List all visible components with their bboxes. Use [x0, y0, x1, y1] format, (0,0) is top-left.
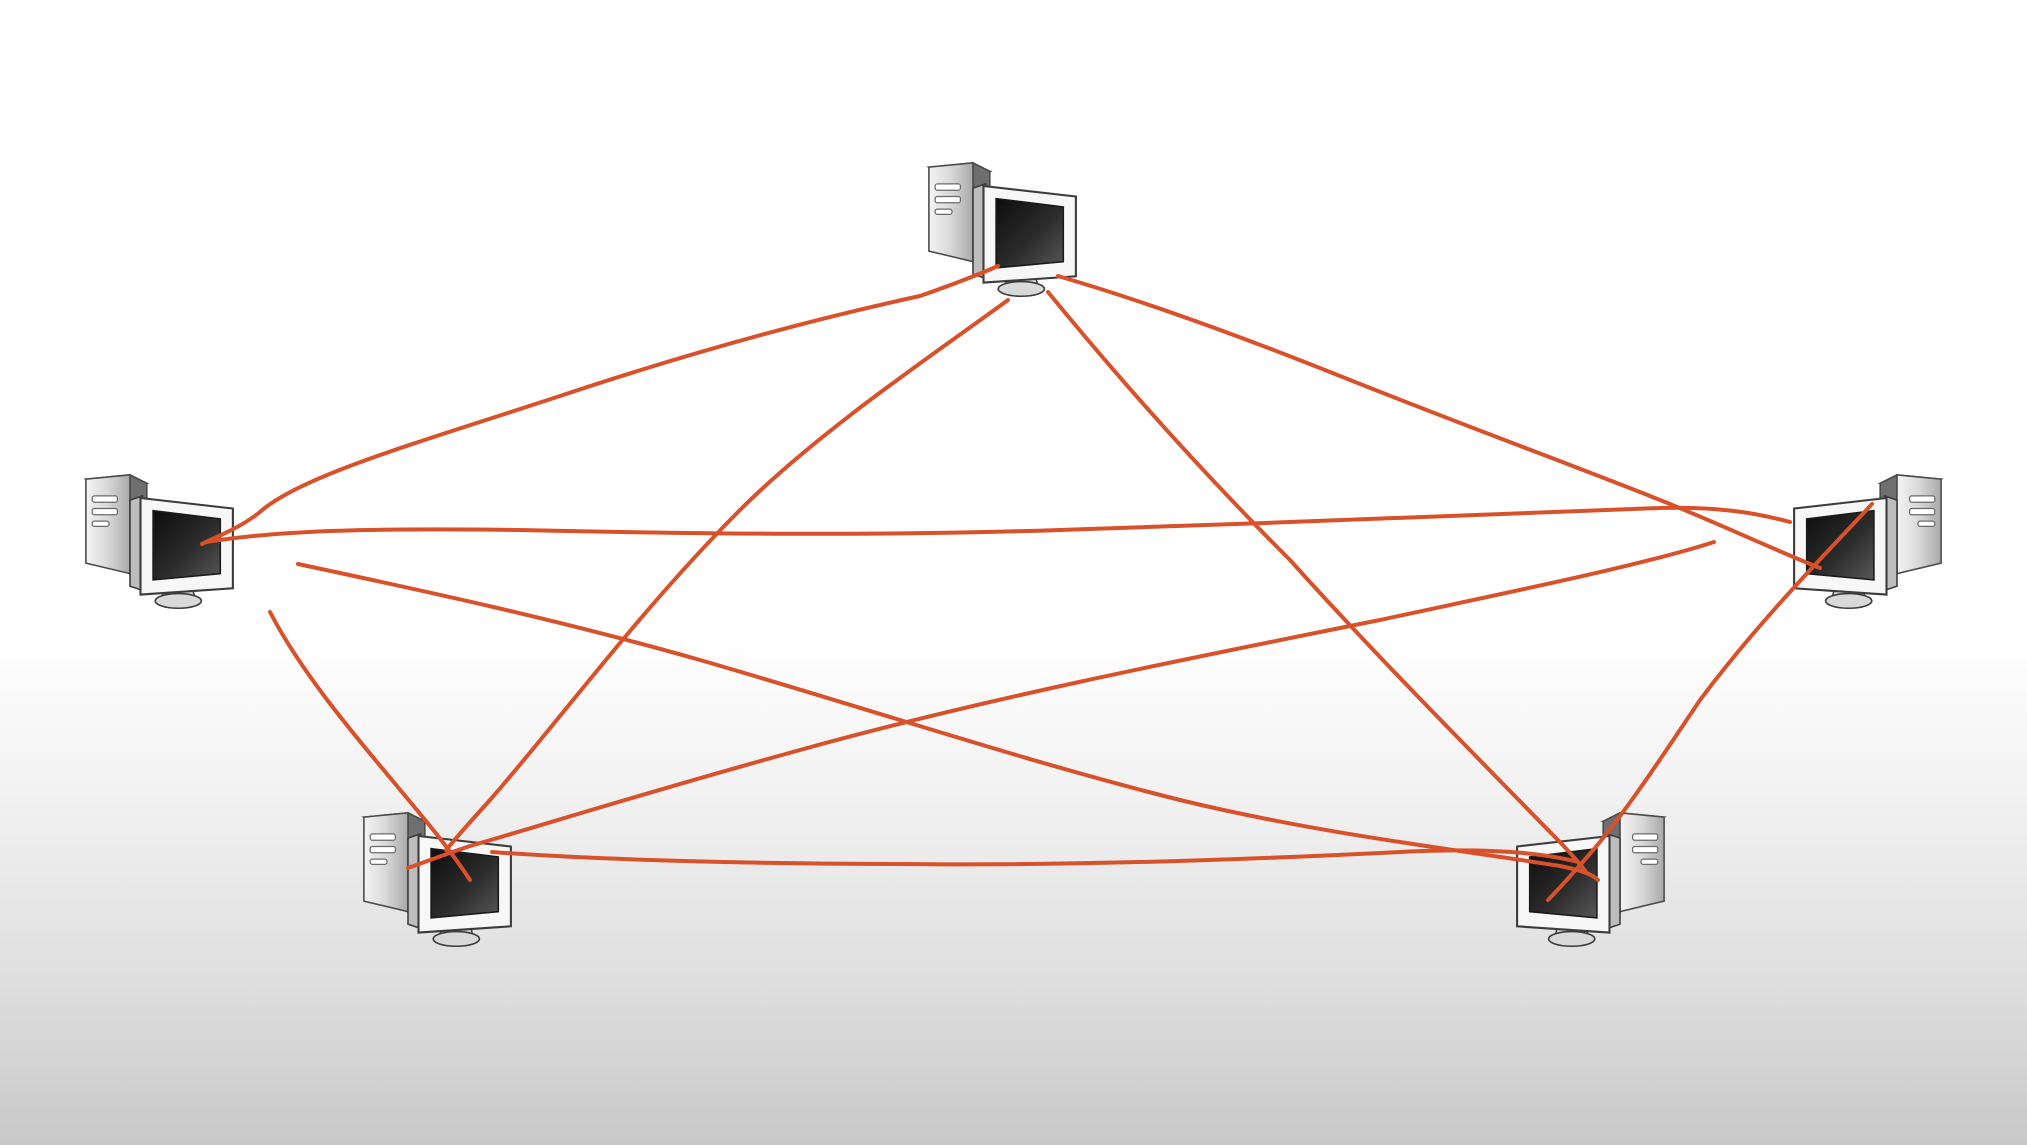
- link-left-bottom-right: [296, 562, 1600, 882]
- link-top-bottom-left: [444, 298, 1010, 852]
- link-bottom-left-bottom-right: [490, 848, 1580, 867]
- computer-right-icon: [1793, 473, 1943, 610]
- link-top-right: [1056, 274, 1822, 570]
- network-links: [200, 264, 1874, 902]
- link-top-bottom-right: [1046, 290, 1588, 874]
- computer-top-icon: [927, 161, 1077, 298]
- link-right-bottom-right: [1546, 502, 1874, 902]
- link-right-bottom-left: [406, 540, 1716, 870]
- computer-bottom-right-icon: [1516, 811, 1666, 948]
- link-top-left: [200, 264, 1000, 546]
- link-left-right: [204, 505, 1792, 544]
- link-left-bottom-left: [268, 610, 472, 882]
